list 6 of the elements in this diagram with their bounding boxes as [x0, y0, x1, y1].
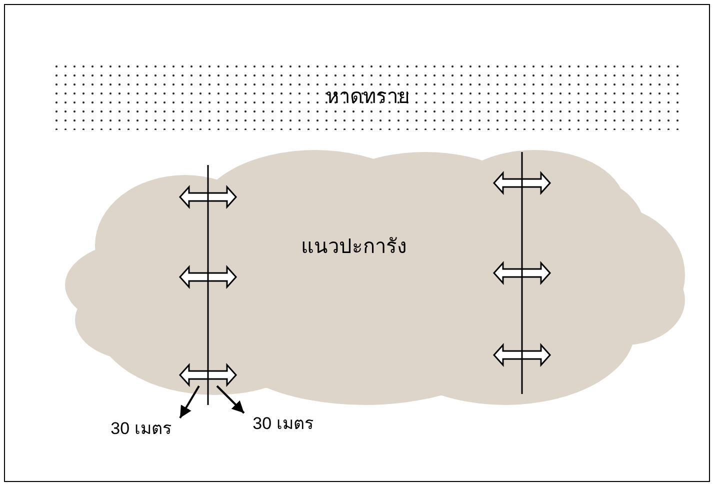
area-label: หาดทราย — [326, 85, 410, 107]
arrow — [179, 385, 200, 419]
distance-label: 30 เมตร — [98, 418, 184, 440]
arrow — [216, 385, 245, 414]
area-label: แนวปะการัง — [301, 234, 407, 258]
distance-label: 30 เมตร — [240, 413, 326, 435]
